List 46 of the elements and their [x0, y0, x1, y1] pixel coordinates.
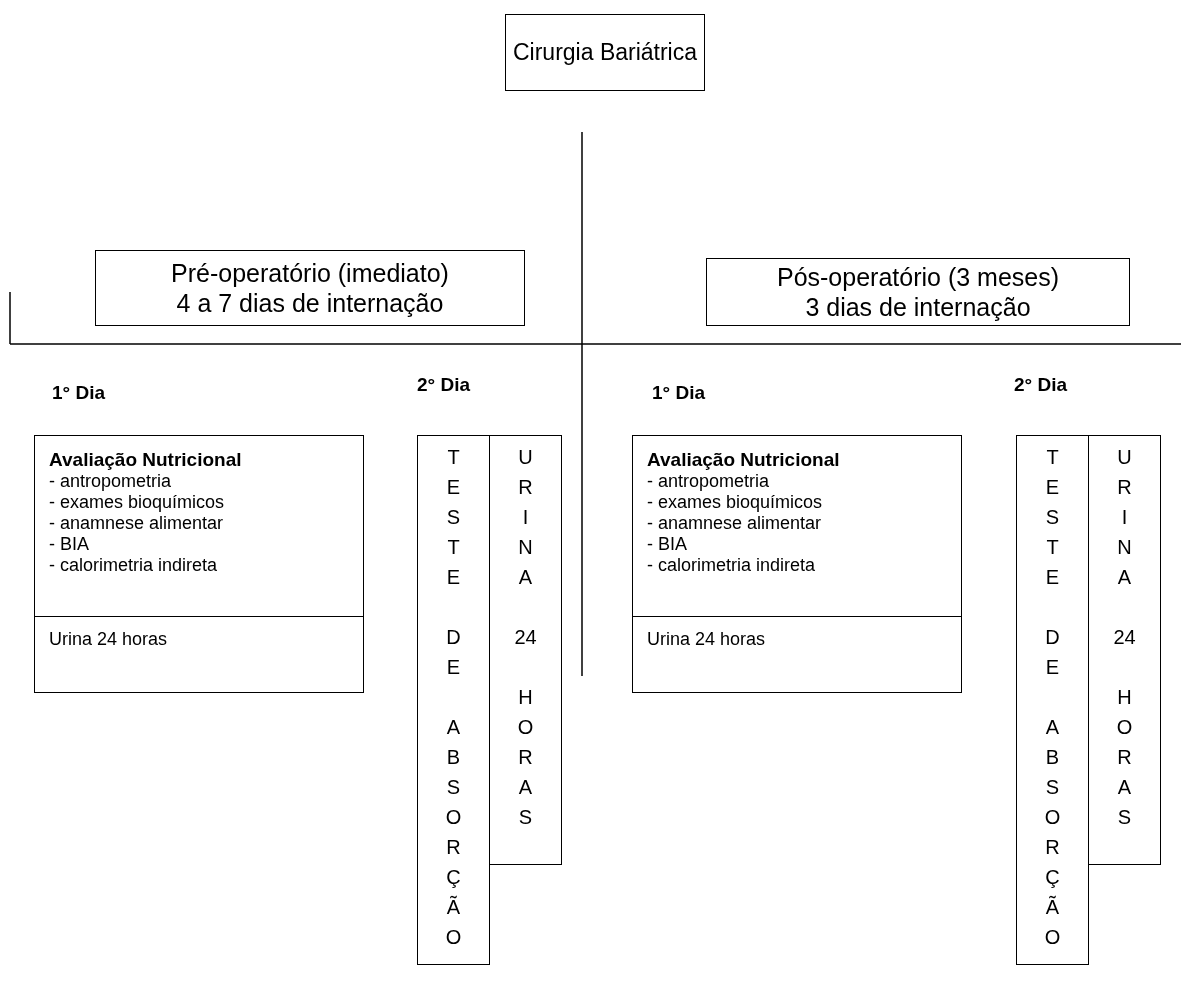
phase-box [95, 250, 525, 326]
day-label: 1° Dia [52, 382, 105, 404]
phase-box [706, 258, 1130, 326]
section-heading: Avaliação Nutricional [49, 448, 242, 471]
title-box [505, 14, 705, 91]
list-item: - anamnese alimentar [647, 513, 822, 534]
section-heading: Avaliação Nutricional [647, 448, 840, 471]
vertical-text: ABSORÇÃO [445, 715, 462, 950]
vertical-text: DE [446, 625, 461, 680]
vertical-text: 24 [1113, 625, 1136, 650]
diagram-heading: Cirurgia Bariátrica [512, 39, 698, 66]
list-item: - calorimetria indireta [49, 555, 218, 576]
list-item: - antropometria [49, 471, 172, 492]
test-label: Urina 24 horas [647, 629, 766, 649]
vertical-text: ABSORÇÃO [1044, 715, 1061, 950]
list-item: - calorimetria indireta [647, 555, 816, 576]
vertical-text: URINA [1117, 445, 1132, 590]
phase-title: Pré-operatório (imediato) [171, 258, 449, 288]
test-column-box [1016, 435, 1089, 965]
list-item: - BIA [647, 534, 687, 555]
test-column-box [417, 435, 490, 965]
day-label: 2° Dia [417, 374, 470, 396]
vertical-text: HORAS [1116, 685, 1133, 830]
vertical-text: URINA [518, 445, 533, 590]
test-column-box [1088, 435, 1161, 865]
assessment-box [632, 435, 962, 617]
phase-duration: 3 dias de internação [805, 292, 1031, 322]
list-item: - BIA [49, 534, 89, 555]
list-item: - exames bioquímicos [647, 492, 823, 513]
list-item: - anamnese alimentar [49, 513, 224, 534]
test-box [632, 616, 962, 693]
test-box [34, 616, 364, 693]
vertical-text: TESTE [446, 445, 461, 590]
assessment-box [34, 435, 364, 617]
test-label: Urina 24 horas [49, 629, 168, 649]
test-column-box [489, 435, 562, 865]
list-item: - antropometria [647, 471, 770, 492]
phase-duration: 4 a 7 dias de internação [176, 288, 444, 318]
phase-title: Pós-operatório (3 meses) [776, 262, 1060, 292]
vertical-text: HORAS [517, 685, 534, 830]
vertical-text: DE [1045, 625, 1060, 680]
day-label: 1° Dia [652, 382, 705, 404]
vertical-text: 24 [514, 625, 537, 650]
vertical-text: TESTE [1045, 445, 1060, 590]
list-item: - exames bioquímicos [49, 492, 225, 513]
day-label: 2° Dia [1014, 374, 1067, 396]
